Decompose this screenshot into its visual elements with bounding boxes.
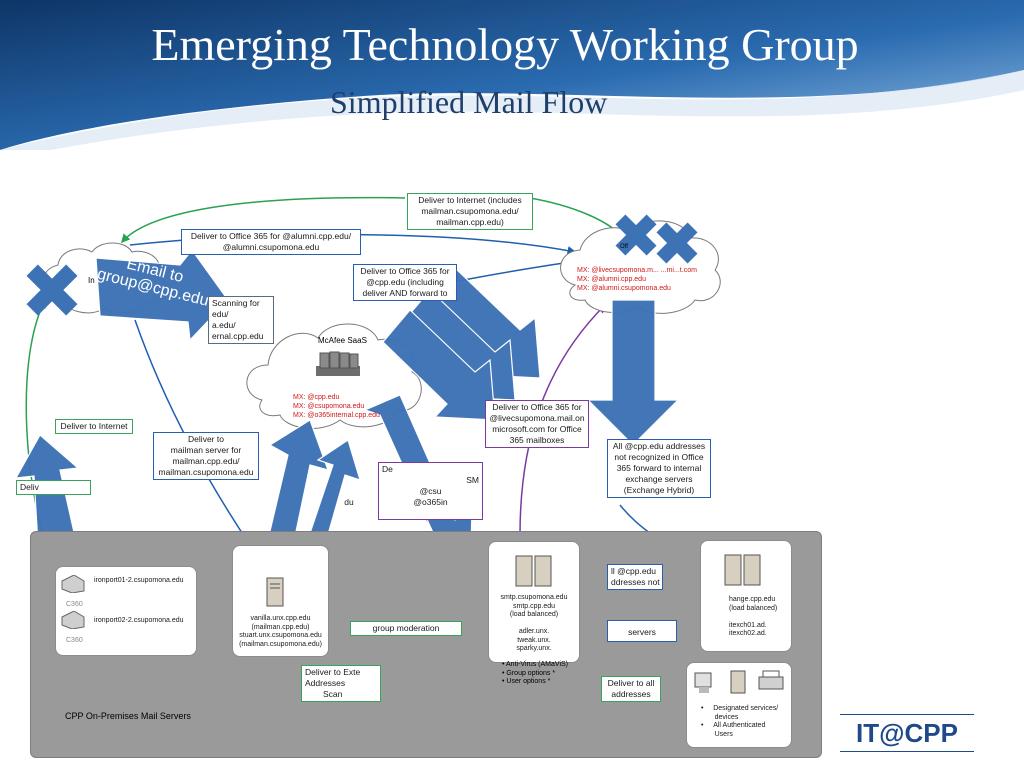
header-band [0,0,1024,150]
ironport-server-icon [61,611,85,629]
server-rack-icon [724,554,761,586]
mcafee-cloud-label: McAfee SaaS [318,336,367,345]
green-flow-top [121,196,406,244]
deliver-o365-live-label: Deliver to Office 365 for @livecsupomona… [485,400,589,448]
office365-cloud-label: Off [620,244,628,250]
itcpp-logo: IT@CPP [840,714,974,752]
x-mark-icon [26,264,78,316]
ironport2-name: ironport02-2.csupomona.edu [94,617,184,624]
mcafee-cloud [246,323,422,429]
deliver-internet-top-label: Deliver to Internet (includes mailman.cs… [407,193,533,230]
all-cpp-not-recognized-label: All @cpp.edu addresses not recognized in… [607,439,711,498]
ironport1-name: ironport01-2.csupomona.edu [94,577,184,584]
ironport-server-box: ironport01-2.csupomona.edu C360 ironport… [55,566,197,656]
all-cpp-partial-label: ll @cpp.edu ddresses not [607,564,663,590]
deliver-o365-cpp-label: Deliver to Office 365 for @cpp.edu (incl… [353,264,457,301]
x-mark-icon [615,214,657,256]
deliver-mailman-label: Deliver to mailman server for mailman.cp… [153,432,259,480]
server-tower-icon [266,577,284,607]
smtp-server-box: smtp.csupomona.edu smtp.cpp.edu (load ba… [488,541,580,663]
c360-b-label: C360 [66,637,83,644]
deliver-partial-label: Deliv [16,480,91,495]
mcafee-server-icon [316,351,360,376]
flow-arrow [586,299,680,446]
exchange-server-box: hange.cpp.edu (load balanced) itexch01.a… [700,540,792,652]
smtp-options-list: • Anti-Virus (AMaViS) • Group options * … [502,661,568,685]
flow-arrow [239,419,329,576]
smtp-partial-label: De SM @csu @o365in [378,462,483,520]
onprem-title: CPP On-Premises Mail Servers [65,711,191,721]
flow-arrow [382,309,496,421]
office365-mx-list: MX: @livecsupomona.m... ...mi...t.com MX… [577,267,697,292]
mailman-server-box: vanilla.unx.cpp.edu (mailman.cpp.edu) st… [232,545,329,657]
deliver-internet-left-label: Deliver to Internet [55,419,133,434]
servers-partial-label: servers [607,620,677,642]
deliver-external-label: Deliver to Exte Addresses Scan [301,665,381,702]
devices-box: • Designated services/ devices • All Aut… [686,662,792,748]
mcafee-mx-list: MX: @cpp.edu MX: @csupomona.edu MX: @o36… [293,394,380,419]
group-moderation-label: group moderation [350,621,462,636]
scanning-label: Scanning for edu/ a.edu/ ernal.cpp.edu [208,296,274,344]
internet-cloud-label: In [88,276,95,285]
deliver-o365-alumni-label: Deliver to Office 365 for @alumni.cpp.ed… [181,229,361,255]
server-rack-icon [515,555,552,587]
deliver-all-label: Deliver to all addresses [601,676,661,702]
devices-icon [694,670,784,694]
smtp-server-names: smtp.csupomona.edu smtp.cpp.edu (load ba… [500,594,568,652]
devices-list: • Designated services/ devices • All Aut… [701,705,779,738]
x-mark-icon [656,222,698,264]
vanilla-server-names: vanilla.unx.cpp.edu (mailman.cpp.edu) st… [239,615,322,648]
exchange-server-names: hange.cpp.edu (load balanced) itexch01.a… [729,596,778,637]
slide-subtitle: Simplified Mail Flow [330,84,608,120]
slide-title: Emerging Technology Working Group [151,19,859,70]
flow-arrow [294,439,361,556]
ironport-server-icon [61,575,85,593]
c360-a-label: C360 [66,601,83,608]
du-partial-label: du [344,497,354,507]
